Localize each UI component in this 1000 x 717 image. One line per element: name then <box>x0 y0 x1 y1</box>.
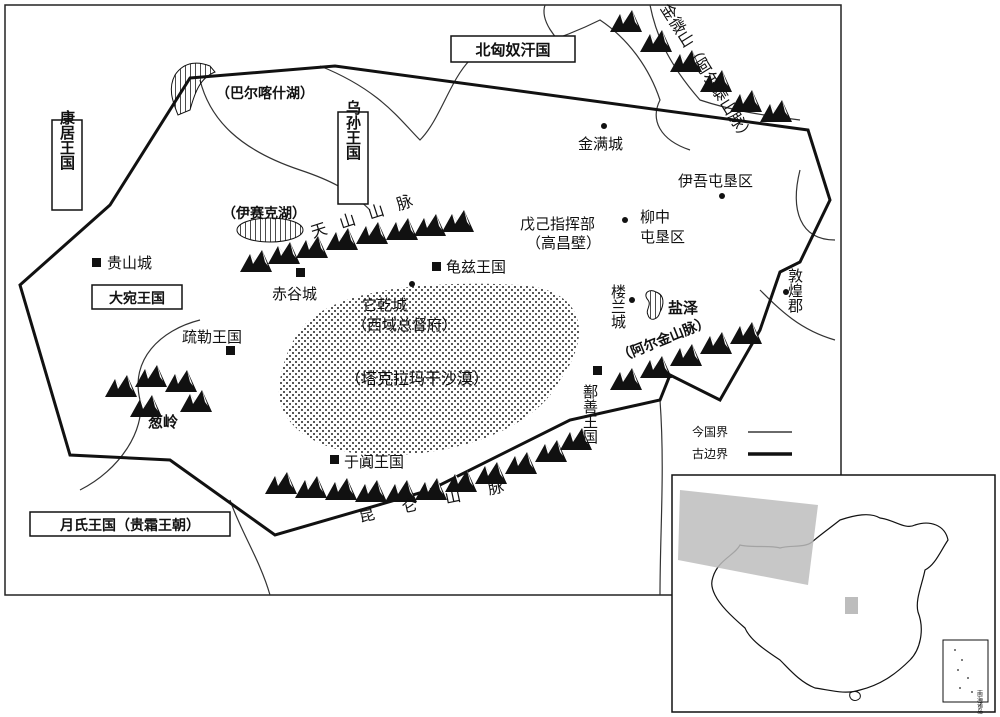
wusun-box <box>337 111 369 205</box>
lop-nur-label: 盐泽 <box>668 299 698 317</box>
south-sea-islands-label: 南海诸岛 <box>976 689 983 715</box>
balkhash-lake <box>170 62 216 116</box>
desert-label: （塔克拉玛干沙漠） <box>345 369 489 388</box>
issyk-kul-label: （伊赛克湖） <box>222 205 306 222</box>
duhufu-label: （西域总督府） <box>352 316 457 334</box>
guishan-label: 贵山城 <box>107 254 152 272</box>
legend-ancient-label: 古边界 <box>692 446 728 461</box>
gaochang-label: （高昌壁） <box>526 234 601 252</box>
chigu-label: 赤谷城 <box>272 285 317 303</box>
lop-nur-lake <box>645 290 664 320</box>
dayuan-label: 大宛王国 <box>109 290 165 307</box>
shanshan-label: 鄯善王国 <box>581 384 599 444</box>
inset-map: 南海诸岛 <box>671 474 996 715</box>
ancient-border <box>18 64 832 537</box>
legend: 今国界 古边界 <box>692 424 792 461</box>
tuoqian-label: 它乾城 <box>362 296 407 314</box>
kangju-label: 康居王国 <box>58 109 76 171</box>
yuezhi-label: 月氏王国（贵霜王朝） <box>59 517 200 534</box>
shule-label: 疏勒王国 <box>182 328 242 346</box>
north-xiongnu-box <box>450 35 576 63</box>
square-markers <box>92 258 602 464</box>
wuji-label: 戊己指挥部 <box>520 215 595 233</box>
wusun-label: 乌孙王国 <box>344 99 362 161</box>
balkhash-label: （巴尔喀什湖） <box>216 85 314 102</box>
jinman-label: 金满城 <box>578 135 623 153</box>
dot-markers <box>409 123 789 303</box>
liuzhong-label-1: 柳中 <box>640 208 670 226</box>
kangju-box <box>51 119 83 211</box>
north-xiongnu-label: 北匈奴汗国 <box>475 41 550 59</box>
dayuan-box <box>91 284 183 310</box>
congling-label: 葱岭 <box>148 413 178 431</box>
yiwu-label: 伊吾屯垦区 <box>678 172 753 190</box>
liuzhong-label-2: 屯垦区 <box>640 228 685 246</box>
yuezhi-box <box>29 511 231 537</box>
taklamakan-desert <box>278 283 580 456</box>
qiuci-label: 龟兹王国 <box>446 258 506 276</box>
loulan-label: 楼兰城 <box>609 284 627 330</box>
issyk-kul-lake <box>236 217 304 243</box>
legend-modern-label: 今国界 <box>692 424 728 439</box>
dunhuang-label: 敦煌郡 <box>786 268 804 313</box>
yutian-label: 于阗王国 <box>344 453 404 471</box>
